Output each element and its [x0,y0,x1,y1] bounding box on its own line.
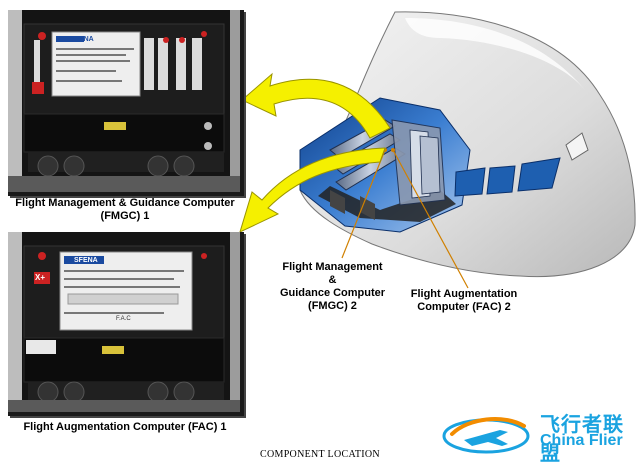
label-fac2-line2: Computer (FAC) 2 [417,301,511,313]
china-flier-logo [442,417,530,454]
caption-fmgc1-line1: Flight Management & Guidance Computer [15,197,235,209]
label-fac2-line1: Flight Augmentation [410,288,518,300]
cockpit-windows [454,132,589,197]
label-fmgc2-line3: Guidance Computer [279,287,386,299]
leader-fmgc2 [341,149,386,259]
label-fmgc2-line4: (FMGC) 2 [308,300,357,312]
caption-fac1: Flight Augmentation Computer (FAC) 1 [23,421,227,433]
label-fmgc2-line2: & [328,274,337,286]
label-fmgc2-line1: Flight Management [282,261,383,273]
caption-fmgc1: Flight Management & Guidance Computer (F… [0,197,250,223]
arrow-to-fac1 [239,147,386,233]
fac1-code-label: F.A.C [116,316,131,322]
figure-title: COMPONENT LOCATION [260,449,380,460]
fmgc1-unit-photo: SFENA [8,10,244,196]
label-fmgc2: Flight Management & Guidance Computer (F… [270,261,395,313]
leader-fac2 [392,149,469,289]
watermark-english-text: China Flier [540,432,623,449]
label-fac2: Flight Augmentation Computer (FAC) 2 [400,288,528,314]
fac1-unit-photo: SFENA F.A.C X+ [8,232,244,416]
fmgc1-brand-label: SFENA [70,36,94,43]
fac1-side-label: X+ [35,273,46,282]
watermark-chinese-text: 飞行者联盟 [540,414,624,465]
caption-fmgc1-line2: (FMGC) 1 [100,210,150,222]
fac1-brand-label: SFENA [74,257,98,264]
